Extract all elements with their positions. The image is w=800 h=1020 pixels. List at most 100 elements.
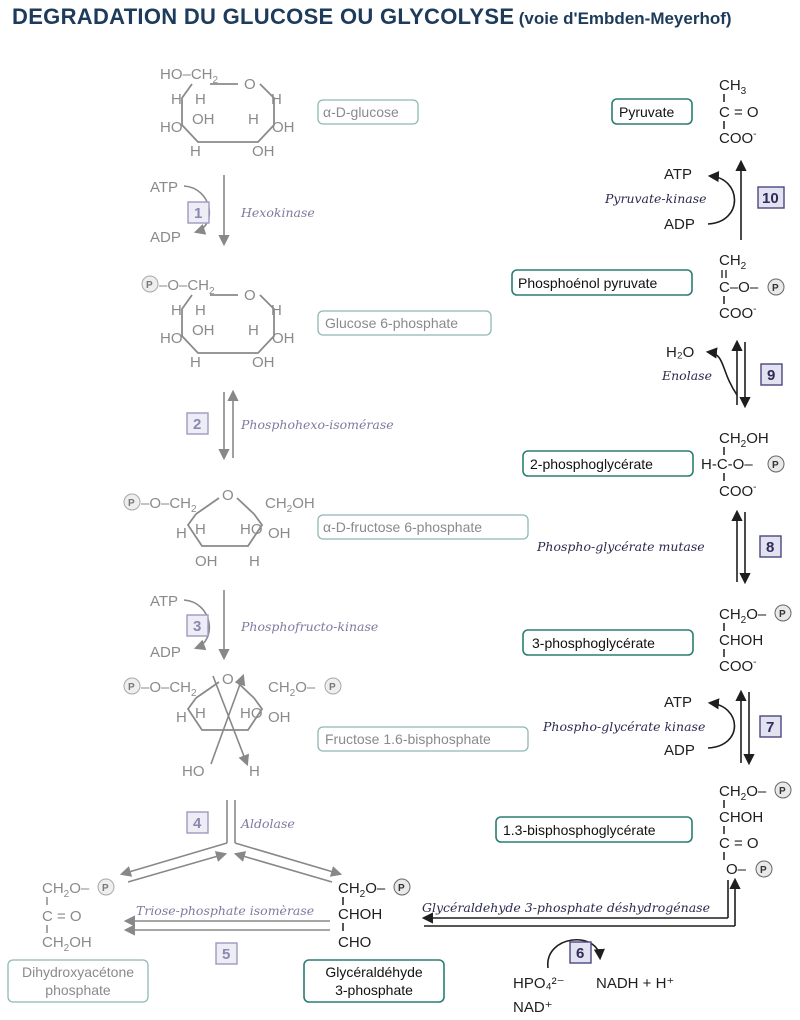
- step-badge-7: 7: [759, 715, 782, 738]
- cofactor-atp-7: ATP: [664, 694, 692, 711]
- label-bpg13: 1.3-bisphosphoglycérate: [495, 816, 693, 843]
- label-dhap: Dihydroxyacétone phosphate: [7, 959, 149, 1003]
- step-badge-10: 10: [757, 186, 785, 209]
- phosphate-icon: P: [774, 604, 792, 622]
- svg-text:C = O: C = O: [719, 104, 759, 121]
- label-dhap-line2: phosphate: [45, 982, 111, 998]
- step-badge-9: 9: [760, 363, 783, 386]
- svg-text:H: H: [195, 705, 206, 722]
- svg-text:4: 4: [193, 815, 202, 832]
- enzyme-triose-phosphate-isomerase: Triose-phosphate isomèrase: [136, 903, 314, 918]
- step-badge-2: 2: [186, 412, 209, 435]
- pep-structure: CH2 C–O– P COO-: [719, 252, 785, 322]
- svg-text:P: P: [760, 865, 767, 876]
- step1-reaction: ATP ADP 1 Hexokinase: [150, 175, 315, 247]
- cofactor-nad: NAD⁺: [513, 999, 553, 1016]
- label-pyruvate: Pyruvate: [611, 98, 693, 125]
- cofactor-nadh: NADH + H⁺: [596, 975, 674, 992]
- label-dhap-line1: Dihydroxyacétone: [22, 964, 134, 980]
- phosphate-icon: P: [97, 878, 115, 896]
- label-bpg13-text: 1.3-bisphosphoglycérate: [503, 822, 656, 838]
- svg-text:H: H: [248, 322, 259, 339]
- svg-text:P: P: [779, 609, 786, 620]
- svg-text:H: H: [195, 302, 206, 319]
- cofactor-adp-1: ADP: [150, 229, 181, 246]
- svg-text:CH2OH: CH2OH: [42, 934, 92, 954]
- label-g3p-line1: Glycéraldéhyde: [325, 964, 422, 980]
- svg-text:P: P: [128, 682, 135, 693]
- svg-text:OH: OH: [268, 709, 291, 726]
- svg-text:CHO: CHO: [338, 934, 371, 951]
- svg-text:2: 2: [193, 416, 201, 433]
- label-pg3-text: 3-phosphoglycérate: [532, 635, 655, 651]
- svg-text:H: H: [248, 111, 259, 128]
- step10-reaction: ATP ADP Pyruvate-kinase 10: [604, 159, 785, 240]
- svg-text:P: P: [128, 498, 135, 509]
- svg-text:COO-: COO-: [719, 129, 757, 147]
- svg-text:CHOH: CHOH: [719, 809, 763, 826]
- svg-text:H: H: [190, 354, 201, 371]
- phosphate-icon: P: [123, 493, 141, 511]
- svg-text:H: H: [171, 302, 182, 319]
- svg-text:OH: OH: [192, 322, 215, 339]
- svg-text:8: 8: [766, 539, 774, 556]
- svg-text:CH2O–: CH2O–: [338, 880, 386, 900]
- svg-text:HO: HO: [240, 705, 263, 722]
- label-glucose: α-D-glucose: [317, 99, 419, 125]
- label-pep-text: Phosphoénol pyruvate: [518, 275, 658, 291]
- svg-text:CHOH: CHOH: [719, 632, 763, 649]
- enzyme-g3p-dehydrogenase: Glycéraldehyde 3-phosphate déshydrogénas…: [422, 900, 710, 915]
- svg-text:CH2O–: CH2O–: [719, 606, 767, 626]
- cofactor-hpo4: HPO₄²⁻: [513, 975, 565, 992]
- phosphate-icon: P: [123, 677, 141, 695]
- svg-text:H: H: [271, 302, 282, 319]
- svg-text:3: 3: [193, 618, 201, 635]
- svg-text:OH: OH: [272, 119, 295, 136]
- step8-reaction: Phospho-glycérate mutase 8: [536, 509, 782, 585]
- step-badge-5: 5: [215, 942, 238, 965]
- svg-text:C = O: C = O: [719, 835, 759, 852]
- svg-text:P: P: [772, 460, 779, 471]
- svg-text:HO: HO: [182, 763, 205, 780]
- step5-reaction: Triose-phosphate isomèrase 5: [123, 903, 330, 965]
- svg-text:C = O: C = O: [42, 908, 82, 925]
- svg-text:CH2O–: CH2O–: [719, 783, 767, 803]
- svg-text:CH2OH: CH2OH: [719, 430, 769, 450]
- svg-text:HO–CH2: HO–CH2: [160, 66, 219, 86]
- pg3-structure: CH2O– P CHOH COO-: [719, 604, 792, 675]
- cofactor-atp-10: ATP: [664, 166, 692, 183]
- label-fbp-text: Fructose 1.6-bisphosphate: [325, 731, 491, 747]
- label-pg3: 3-phosphoglycérate: [522, 629, 694, 656]
- svg-text:COO-: COO-: [719, 304, 757, 322]
- phosphate-icon: P: [767, 278, 785, 296]
- cofactor-atp-1: ATP: [150, 179, 178, 196]
- svg-text:CH2O–: CH2O–: [268, 679, 316, 699]
- svg-text:O: O: [244, 287, 256, 304]
- svg-text:–O–CH2: –O–CH2: [159, 277, 215, 297]
- enzyme-phosphoglycerate-kinase: Phospho-glycérate kinase: [542, 719, 705, 734]
- svg-text:P: P: [398, 883, 405, 894]
- svg-text:–O–CH2: –O–CH2: [141, 679, 197, 699]
- svg-text:OH: OH: [252, 143, 275, 160]
- svg-text:CH2: CH2: [719, 252, 747, 272]
- svg-text:–O–CH2: –O–CH2: [141, 495, 197, 515]
- label-pg2: 2-phosphoglycérate: [522, 450, 694, 477]
- svg-text:H-C-O–: H-C-O–: [701, 456, 753, 473]
- phosphate-icon: P: [393, 878, 411, 896]
- svg-text:HO: HO: [160, 119, 183, 136]
- svg-text:P: P: [146, 280, 153, 291]
- enzyme-phosphofructo-kinase: Phosphofructo-kinase: [240, 619, 378, 634]
- cofactor-adp-7: ADP: [664, 742, 695, 759]
- svg-text:1: 1: [194, 205, 202, 222]
- label-pyruvate-text: Pyruvate: [619, 104, 674, 120]
- label-g6p: Glucose 6-phosphate: [317, 310, 492, 336]
- phosphate-icon: P: [774, 781, 792, 799]
- svg-text:5: 5: [222, 946, 230, 963]
- svg-text:CHOH: CHOH: [338, 906, 382, 923]
- cofactor-h2o: H₂O: [666, 344, 694, 361]
